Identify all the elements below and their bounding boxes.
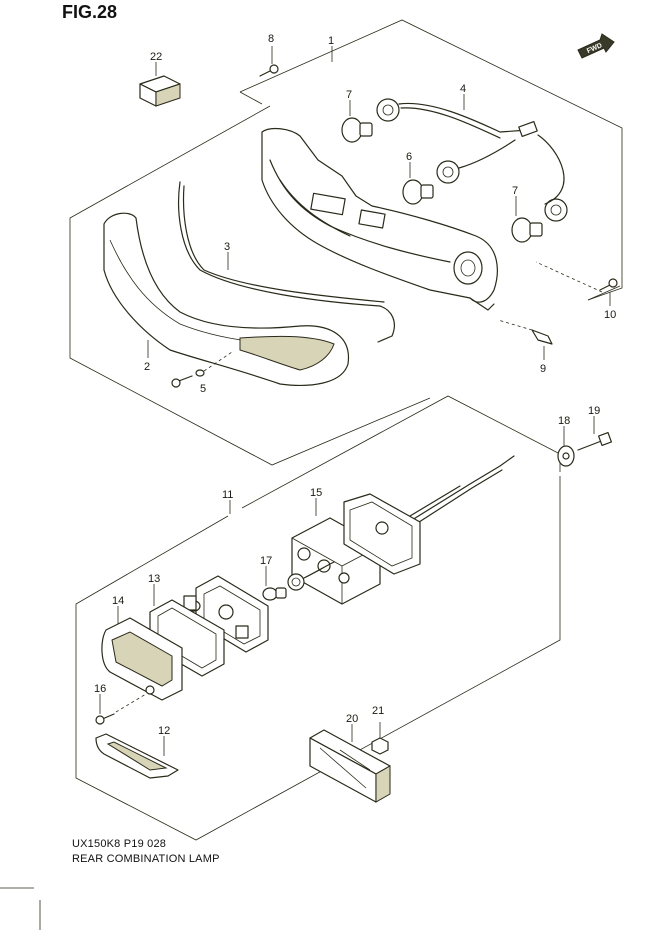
- part-14-lamp-lens: [101, 617, 183, 701]
- callout-18: 18: [558, 415, 570, 427]
- callout-3: 3: [224, 241, 230, 253]
- part-5-screw: [171, 351, 233, 388]
- part-7-bulb-lower: [511, 217, 543, 243]
- part-6-bulb: [402, 179, 434, 205]
- callout-2: 2: [144, 361, 150, 373]
- callout-1: 1: [328, 35, 334, 47]
- part-9-screw: [259, 60, 279, 77]
- part-19-screw: [577, 431, 613, 451]
- callout-15: 15: [310, 487, 322, 499]
- figure-code: UX150K8 P19 028: [72, 838, 167, 850]
- callout-12: 12: [158, 725, 170, 737]
- part-2-lens: [103, 212, 350, 386]
- part-21-nut: [371, 722, 389, 755]
- callout-16: 16: [94, 683, 106, 695]
- lamp-bracket: [343, 493, 421, 575]
- callout-22: 22: [150, 51, 162, 63]
- part-8-clip: [497, 319, 553, 345]
- part-4-socket-harness: [376, 98, 568, 222]
- forward-arrow-icon: FWD: [577, 33, 615, 59]
- callout-numbers: 22 8 1 7 4 6 7 3 2 5 9 10 11 15 18 19 13…: [94, 33, 616, 737]
- license-socket: [287, 561, 335, 591]
- forward-mark-label: FWD: [586, 42, 603, 55]
- callout-17: 17: [260, 555, 272, 567]
- part-3-wire: [178, 181, 395, 343]
- callout-6: 6: [406, 151, 412, 163]
- license-lamp-wire: [409, 455, 515, 525]
- callout-7-lower: 7: [512, 185, 518, 197]
- part-12-lens-plate: [95, 733, 179, 779]
- callout-9: 8: [268, 33, 274, 45]
- lamp-housing: [261, 127, 498, 311]
- callout-8: 9: [540, 363, 546, 375]
- callout-13: 13: [148, 573, 160, 585]
- callout-5: 5: [200, 383, 206, 395]
- part-7-bulb-upper: [341, 117, 373, 143]
- upper-assembly-frame: [69, 19, 623, 466]
- figure-title: FIG.28: [62, 2, 118, 22]
- callout-4: 4: [460, 83, 466, 95]
- margin-mark: [0, 887, 41, 930]
- part-10-screw: [535, 261, 618, 293]
- part-18-washer: [557, 445, 575, 467]
- callout-11: 11: [222, 489, 233, 501]
- part-16-screw: [95, 693, 147, 725]
- callout-19: 19: [588, 405, 600, 417]
- part-22-block: [139, 75, 181, 107]
- callout-10: 10: [604, 309, 616, 321]
- leader-lines: [99, 46, 611, 756]
- part-20-reflector: [309, 729, 391, 803]
- callout-7-upper: 7: [346, 89, 352, 101]
- figure-name: REAR COMBINATION LAMP: [72, 853, 220, 865]
- callout-20: 20: [346, 713, 358, 725]
- part-17-bulb: [262, 587, 287, 601]
- callout-21: 21: [372, 705, 384, 717]
- callout-14: 14: [112, 595, 124, 607]
